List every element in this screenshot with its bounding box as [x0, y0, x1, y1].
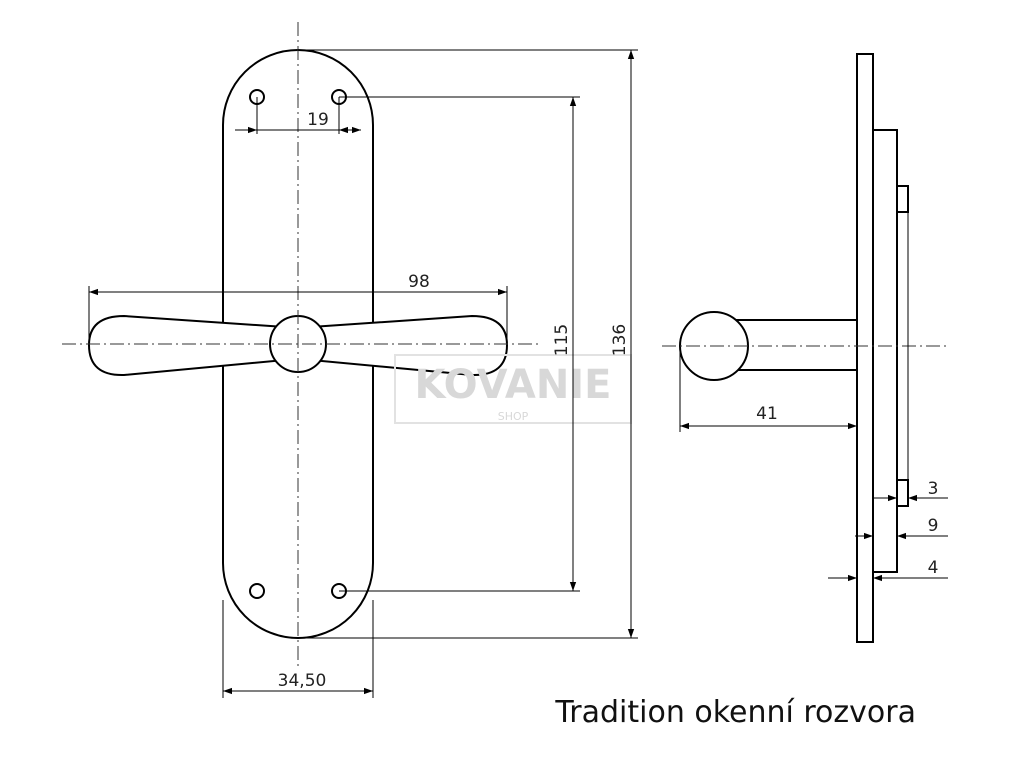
watermark-brand: KOVANIE — [414, 362, 611, 408]
side-stud-bottom — [896, 479, 909, 507]
dim-label-projection: 41 — [756, 404, 778, 424]
dim-label-total-height: 136 — [610, 324, 630, 356]
side-stud-top — [896, 185, 909, 213]
screw-hole-bottom-left — [249, 583, 265, 599]
front-dimensions: 19 98 115 136 34,50 — [88, 49, 638, 698]
dim-label-hole-distance: 115 — [552, 324, 572, 356]
drawing-title: Tradition okenní rozvora — [554, 695, 916, 730]
front-view — [62, 22, 538, 668]
dim-label-plate-width: 34,50 — [278, 671, 327, 691]
side-base-plate — [856, 53, 874, 643]
side-dimensions: 41 3 9 4 — [679, 350, 948, 582]
side-view — [662, 53, 948, 643]
dim-label-d3: 4 — [928, 558, 939, 578]
watermark: KOVANIE SHOP — [394, 354, 632, 424]
dim-label-d2: 9 — [928, 516, 939, 536]
dim-label-handle-span: 98 — [408, 272, 430, 292]
watermark-sub: SHOP — [498, 410, 529, 423]
side-inner-plate — [872, 129, 898, 573]
dim-label-hole-spacing: 19 — [307, 110, 329, 130]
handle-lever-right — [310, 314, 509, 377]
dim-label-d1: 3 — [928, 479, 939, 499]
handle-lever-left — [87, 314, 286, 377]
